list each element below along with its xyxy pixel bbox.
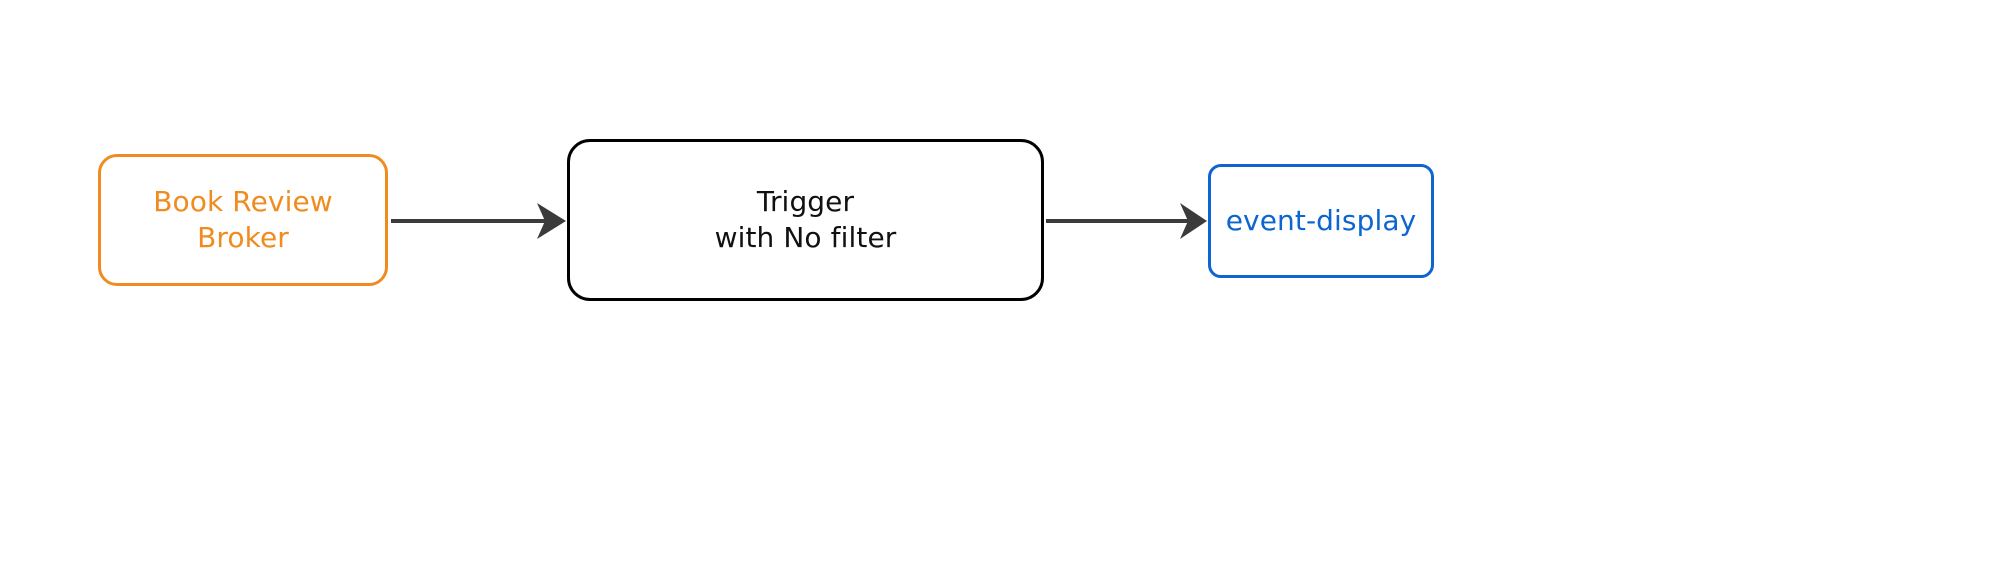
- arrowhead-icon-trigger-to-event-display: [1180, 203, 1207, 239]
- node-label-event-display: event-display: [1225, 204, 1417, 238]
- node-event-display[interactable]: event-display: [1208, 164, 1434, 278]
- node-trigger[interactable]: Trigger with No filter: [567, 139, 1044, 301]
- node-book-review-broker[interactable]: Book Review Broker: [98, 154, 388, 286]
- node-label-trigger: Trigger with No filter: [714, 185, 897, 254]
- arrowhead-icon-broker-to-trigger: [537, 203, 566, 239]
- node-label-book-review-broker: Book Review Broker: [153, 185, 333, 254]
